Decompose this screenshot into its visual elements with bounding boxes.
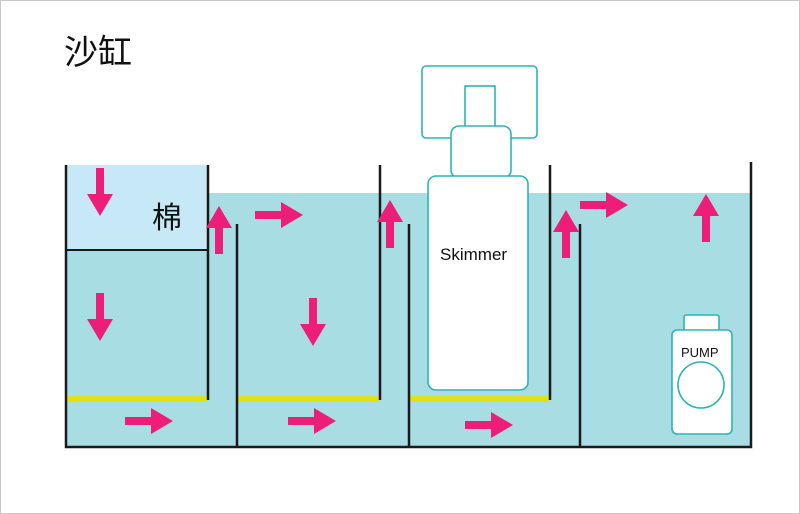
water-chamber-2	[208, 193, 380, 447]
filter-bar-2	[237, 396, 379, 402]
sponge-zone	[66, 165, 208, 250]
arrow-icon	[553, 210, 579, 258]
pump-impeller	[677, 361, 725, 409]
sponge-label: 棉	[152, 202, 182, 235]
arrow-icon	[87, 293, 113, 341]
pump-icon	[671, 314, 733, 435]
arrow-icon	[206, 206, 232, 254]
filter-bar-3	[409, 396, 549, 402]
arrow-icon	[377, 200, 403, 248]
skimmer-body	[427, 175, 529, 391]
pump-label: PUMP	[681, 345, 719, 360]
diagram-title: 沙缸	[64, 33, 132, 73]
arrow-icon	[288, 408, 336, 434]
arrow-icon	[125, 408, 173, 434]
skimmer-label: Skimmer	[440, 245, 507, 264]
pump-top	[683, 314, 720, 332]
arrow-icon	[87, 168, 113, 216]
arrow-icon	[255, 202, 303, 228]
arrow-icon	[300, 298, 326, 346]
arrow-icon	[580, 192, 628, 218]
flow-arrows	[87, 168, 719, 438]
skimmer-collar	[450, 125, 512, 179]
water-chamber-1	[66, 250, 208, 447]
tank-walls	[64, 162, 753, 449]
arrow-icon	[465, 412, 513, 438]
skimmer-neck	[464, 85, 496, 131]
skimmer-icon	[421, 65, 538, 391]
filter-bars	[67, 396, 549, 402]
filter-bar-1	[67, 396, 207, 402]
arrow-icon	[693, 194, 719, 242]
